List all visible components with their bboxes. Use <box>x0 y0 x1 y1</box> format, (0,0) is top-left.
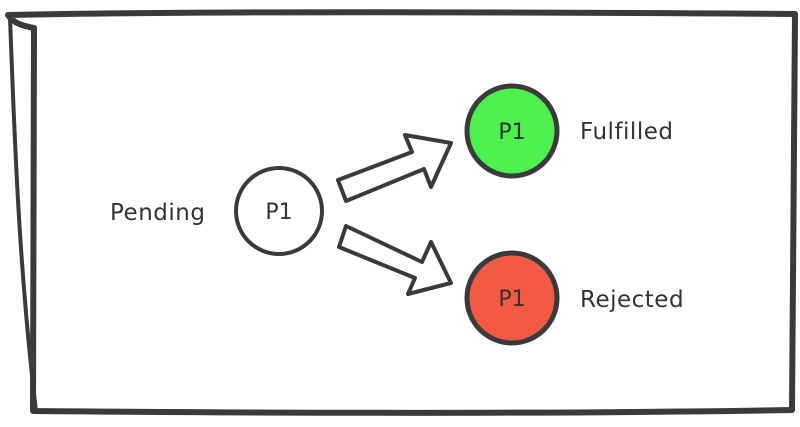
fulfilled-state: P1 Fulfilled <box>464 83 673 179</box>
rejected-node-text: P1 <box>498 287 525 312</box>
pending-node-text: P1 <box>265 200 292 225</box>
arrow-down-shape <box>337 224 453 296</box>
frame <box>5 9 798 416</box>
arrow-up-shape <box>336 133 453 203</box>
arrow-to-rejected <box>337 224 453 296</box>
pending-state: P1 Pending <box>110 166 324 256</box>
pending-node <box>234 166 324 256</box>
arrow-to-fulfilled <box>336 133 453 203</box>
rejected-node <box>464 250 560 346</box>
rejected-label: Rejected <box>580 287 684 313</box>
pending-label: Pending <box>110 200 205 226</box>
fulfilled-node <box>464 83 560 179</box>
fulfilled-node-text: P1 <box>498 120 525 145</box>
rejected-state: P1 Rejected <box>464 250 684 346</box>
fulfilled-label: Fulfilled <box>580 119 673 145</box>
frame-border-shadow <box>8 16 38 413</box>
